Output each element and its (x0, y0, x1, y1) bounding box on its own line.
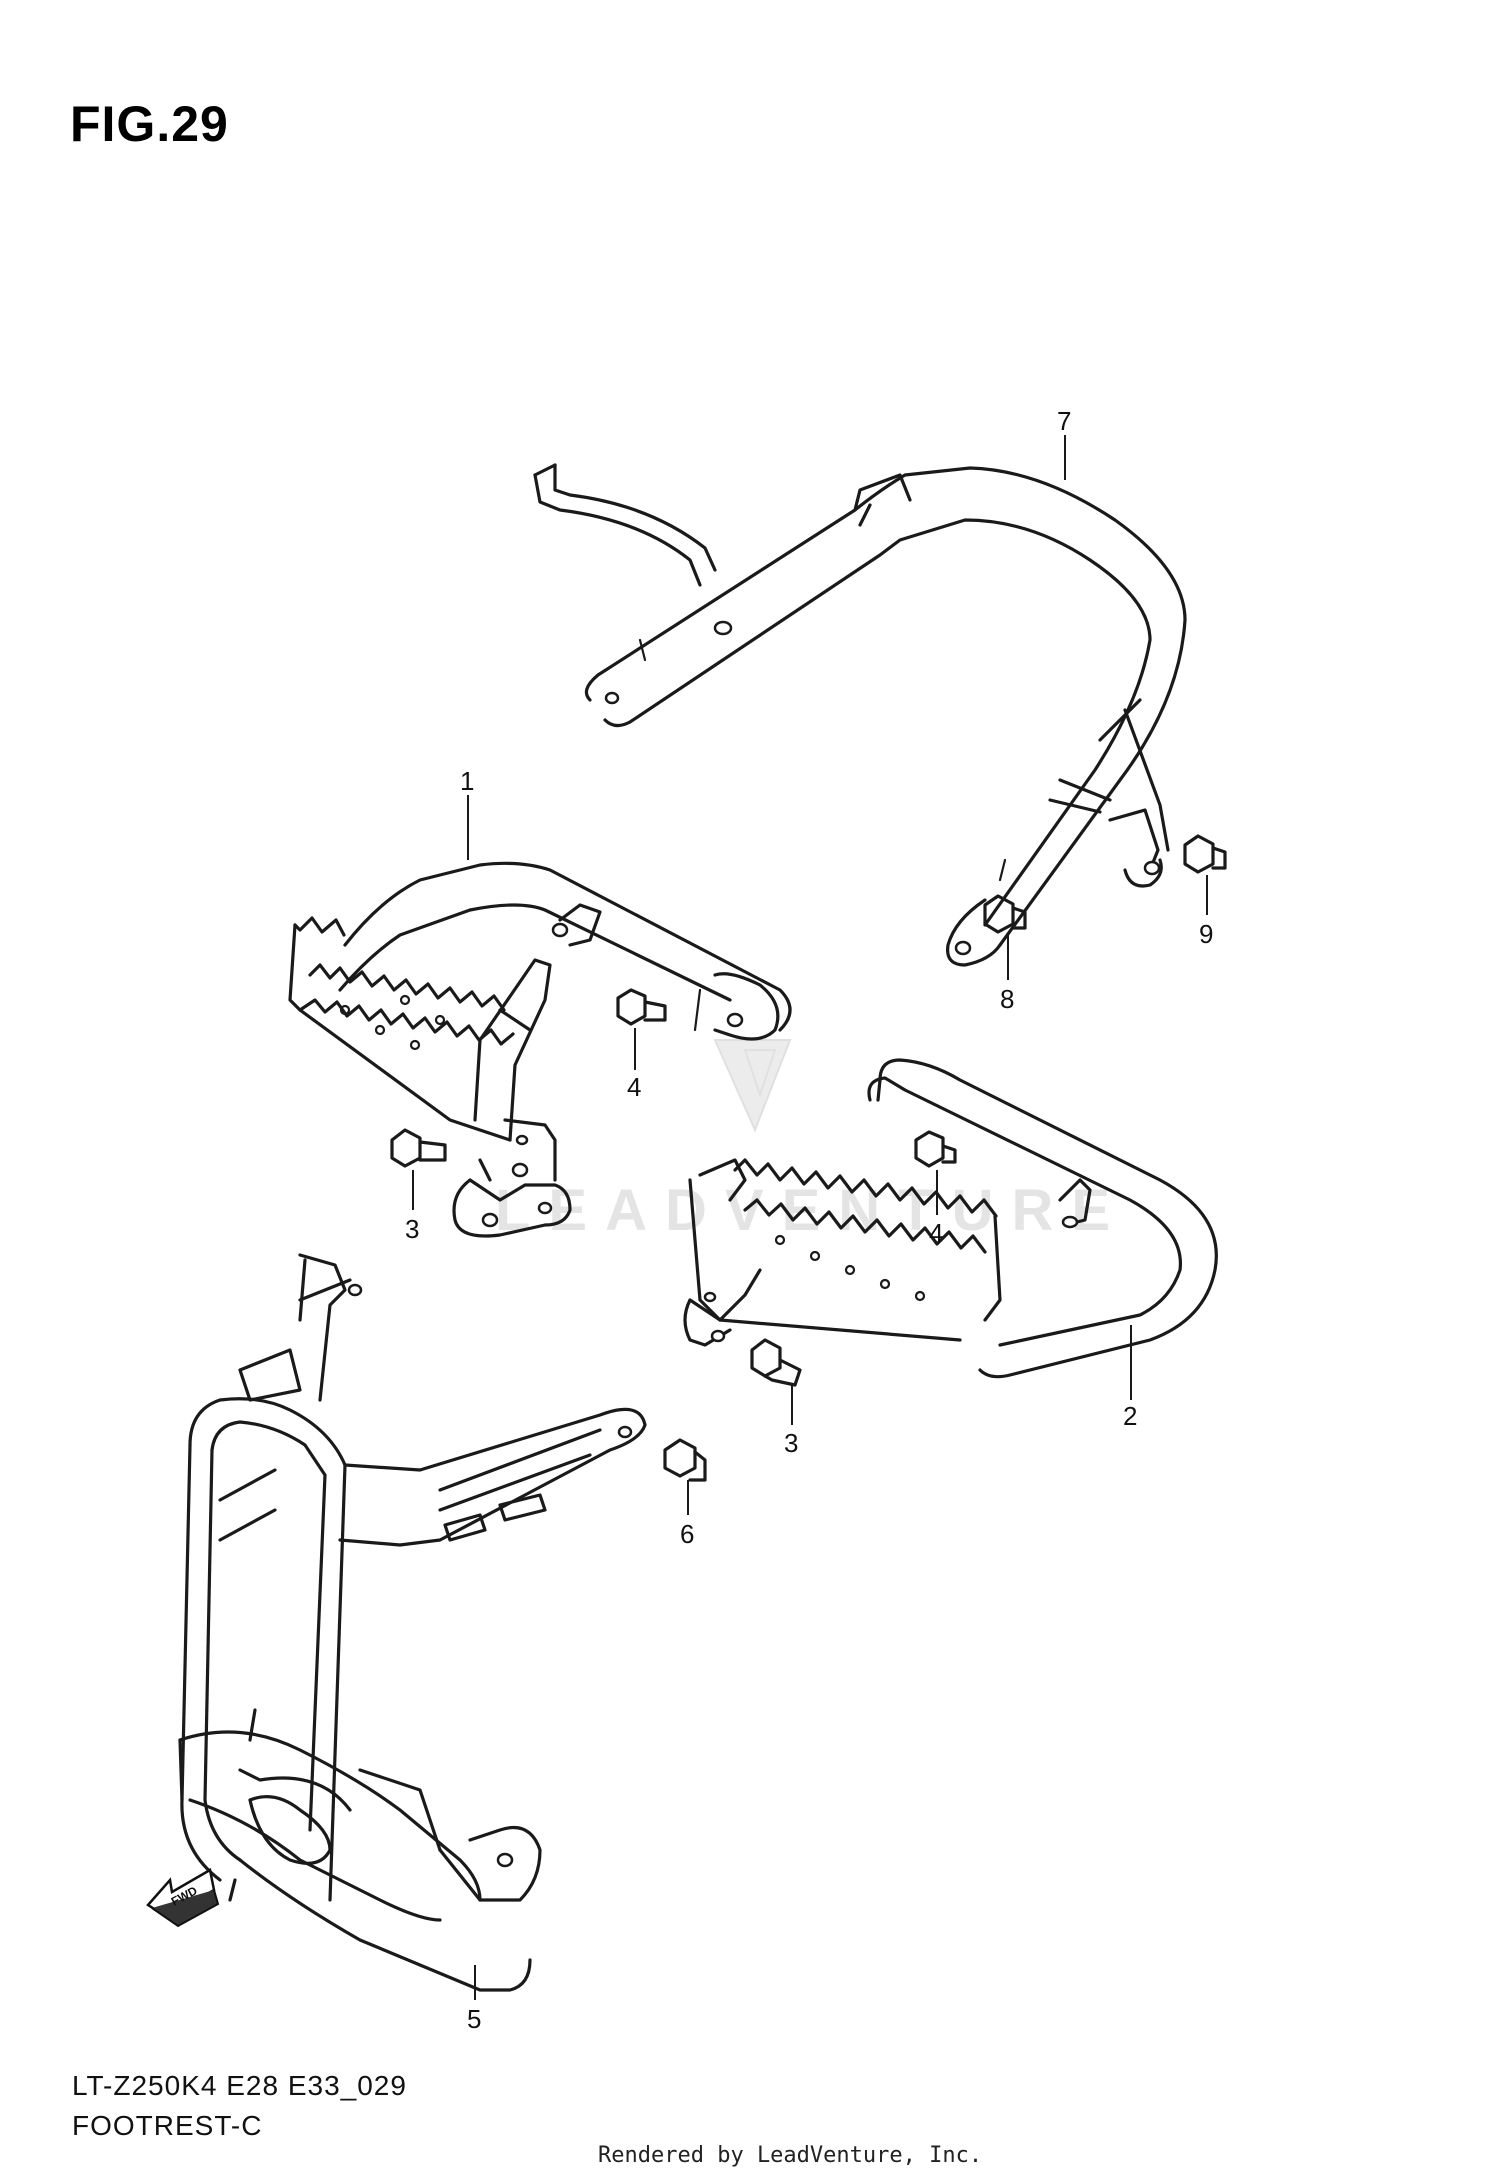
bolt-3a (390, 1128, 447, 1168)
callout-1: 1 (460, 766, 474, 796)
part-2-right-footrest (683, 1058, 1218, 1379)
figure-title: FIG.29 (70, 96, 229, 152)
callout-5: 5 (467, 2004, 481, 2034)
part-5-front-guard (178, 1253, 647, 1992)
callout-3b: 3 (784, 1428, 798, 1458)
bolt-4a (616, 988, 667, 1026)
model-code: LT-Z250K4 E28 E33_029 (72, 2070, 407, 2101)
callout-6: 6 (680, 1519, 694, 1549)
fwd-arrow-icon: FWD (146, 1868, 220, 1928)
callout-2: 2 (1123, 1401, 1137, 1431)
bolt-8 (983, 894, 1027, 934)
bolt-6 (663, 1438, 707, 1482)
bolt-9 (1183, 834, 1227, 874)
bolt-3b (750, 1338, 802, 1387)
callout-4a: 4 (627, 1072, 641, 1102)
section-name: FOOTREST-C (72, 2110, 263, 2141)
bolt-4b (914, 1130, 957, 1168)
callouts: 1 2 3 3 4 4 5 6 7 8 9 (405, 406, 1213, 2034)
render-credit: Rendered by LeadVenture, Inc. (598, 2143, 983, 2168)
watermark: LEADVENTURE (495, 1039, 1128, 1243)
callout-4b: 4 (929, 1218, 943, 1248)
callout-7: 7 (1057, 406, 1071, 436)
part-1-left-footrest (288, 861, 792, 1238)
watermark-text: LEADVENTURE (495, 1178, 1128, 1243)
callout-9: 9 (1199, 919, 1213, 949)
callout-8: 8 (1000, 984, 1014, 1014)
part-7-rear-bar (533, 463, 1187, 967)
callout-3a: 3 (405, 1214, 419, 1244)
leader-lines (412, 435, 1208, 2000)
